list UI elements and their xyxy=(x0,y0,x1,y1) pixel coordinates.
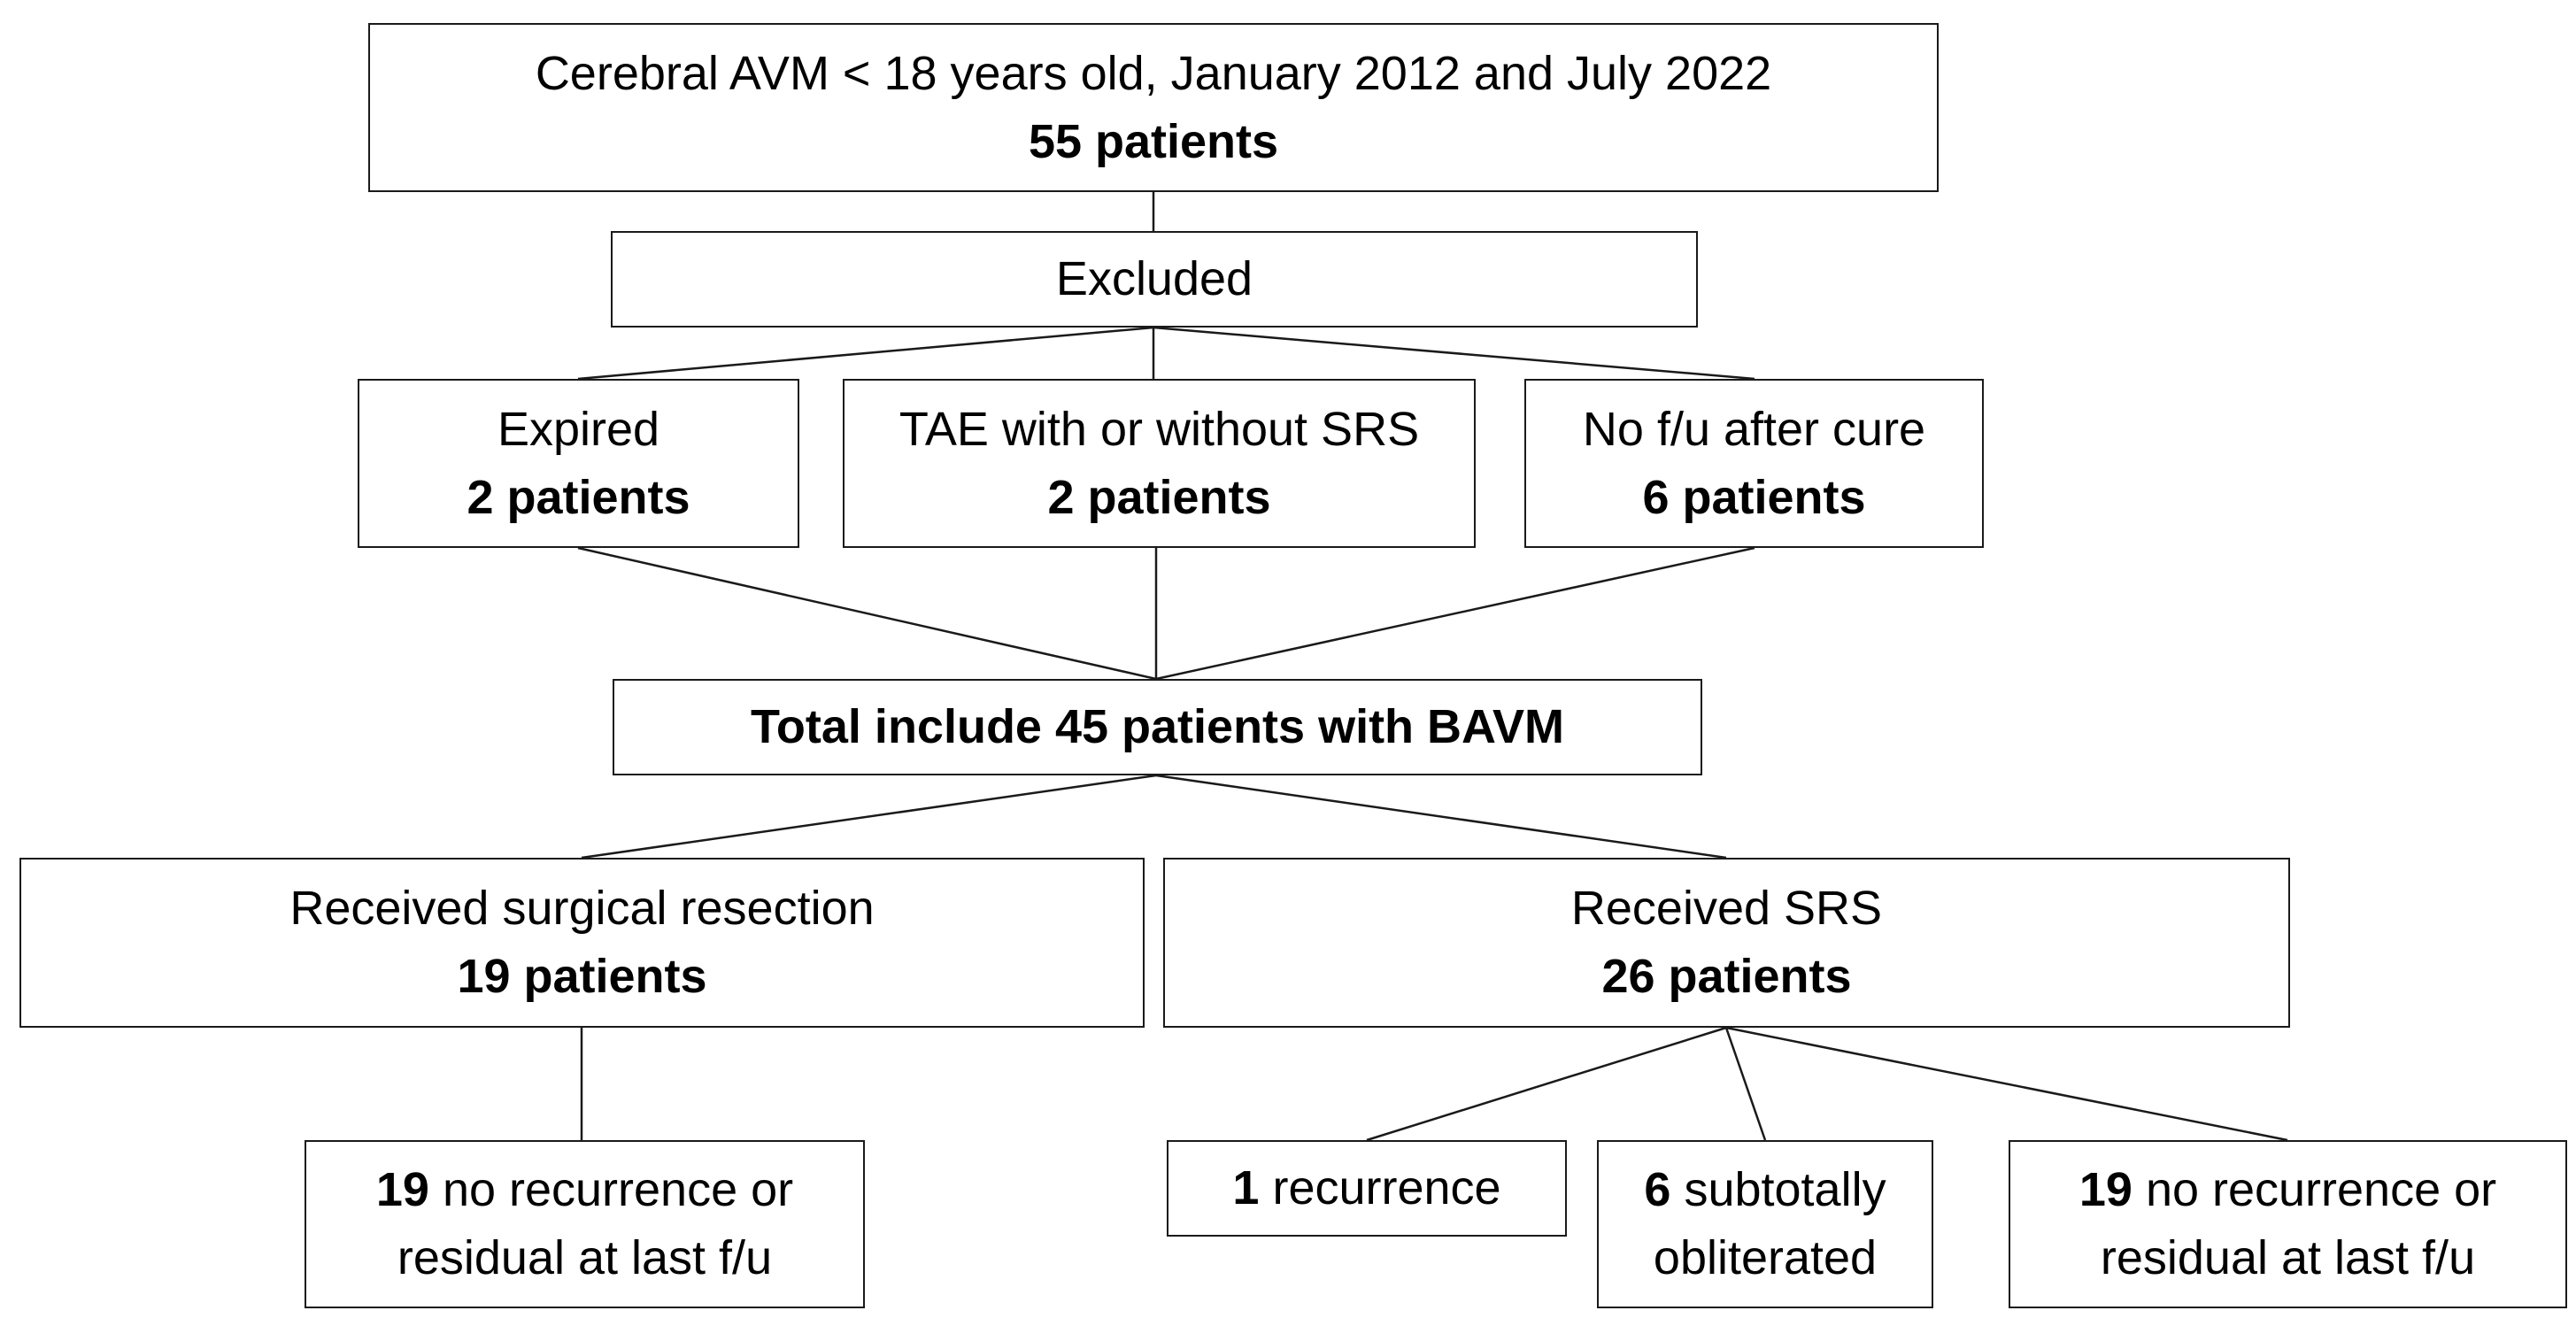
srs-no-recurrence-count: 19 xyxy=(2079,1163,2133,1217)
surgical-resection-label: Received surgical resection xyxy=(289,882,875,936)
total-included-label: Total include 45 patients with BAVM xyxy=(750,700,1565,754)
connector-nofu-total xyxy=(1155,546,1755,681)
srs-recurrence-line: 1 recurrence xyxy=(1232,1154,1500,1222)
tae-box: TAE with or without SRS 2 patients xyxy=(843,379,1476,548)
expired-label: Expired xyxy=(497,402,660,456)
connector-total-surgery xyxy=(581,774,1157,860)
connector-excluded-nofu xyxy=(1153,326,1755,381)
surgical-outcome-text: no recurrence or xyxy=(428,1163,794,1217)
surgical-resection-count: 19 patients xyxy=(457,950,707,1003)
no-followup-box: No f/u after cure 6 patients xyxy=(1524,379,1984,548)
excluded-label: Excluded xyxy=(1055,252,1253,306)
srs-recurrence-text: recurrence xyxy=(1259,1161,1501,1215)
surgical-outcome-box: 19 no recurrence or residual at last f/u xyxy=(305,1140,865,1308)
total-included-box: Total include 45 patients with BAVM xyxy=(613,679,1702,775)
expired-box: Expired 2 patients xyxy=(358,379,799,548)
surgical-outcome-line1: 19 no recurrence or xyxy=(376,1156,793,1224)
cohort-description: Cerebral AVM < 18 years old, January 201… xyxy=(535,46,1772,100)
srs-subtotal-count: 6 xyxy=(1644,1163,1671,1217)
expired-count: 2 patients xyxy=(467,470,690,524)
srs-recurrence-box: 1 recurrence xyxy=(1167,1140,1567,1237)
srs-no-recurrence-line2: residual at last f/u xyxy=(2100,1231,2476,1284)
srs-count: 26 patients xyxy=(1601,950,1852,1003)
no-followup-label: No f/u after cure xyxy=(1582,402,1926,456)
surgical-resection-box: Received surgical resection 19 patients xyxy=(19,858,1145,1028)
excluded-box: Excluded xyxy=(611,231,1698,328)
srs-recurrence-count: 1 xyxy=(1232,1161,1260,1215)
connector-excluded-expired xyxy=(577,326,1154,381)
connector-total-srs xyxy=(1155,774,1727,860)
connector-expired-total xyxy=(577,546,1157,681)
connector-srs-recurrence xyxy=(1366,1026,1727,1142)
tae-label: TAE with or without SRS xyxy=(899,402,1420,456)
srs-no-recurrence-box: 19 no recurrence or residual at last f/u xyxy=(2009,1140,2567,1308)
srs-label: Received SRS xyxy=(1570,882,1883,936)
srs-subtotal-text: subtotally xyxy=(1670,1163,1886,1217)
cohort-box: Cerebral AVM < 18 years old, January 201… xyxy=(368,23,1939,192)
surgical-outcome-count: 19 xyxy=(375,1163,429,1217)
srs-subtotal-box: 6 subtotally obliterated xyxy=(1597,1140,1933,1308)
srs-box: Received SRS 26 patients xyxy=(1163,858,2290,1028)
connector-srs-subtotal xyxy=(1724,1027,1767,1141)
connector-srs-norecurrence xyxy=(1725,1026,2288,1142)
srs-no-recurrence-line1: 19 no recurrence or xyxy=(2079,1156,2496,1224)
srs-no-recurrence-text: no recurrence or xyxy=(2132,1163,2497,1217)
surgical-outcome-line2: residual at last f/u xyxy=(397,1231,773,1284)
srs-subtotal-line2: obliterated xyxy=(1653,1231,1878,1284)
no-followup-count: 6 patients xyxy=(1642,470,1866,524)
tae-count: 2 patients xyxy=(1047,470,1271,524)
cohort-count: 55 patients xyxy=(1028,114,1279,168)
srs-subtotal-line1: 6 subtotally xyxy=(1644,1156,1886,1224)
